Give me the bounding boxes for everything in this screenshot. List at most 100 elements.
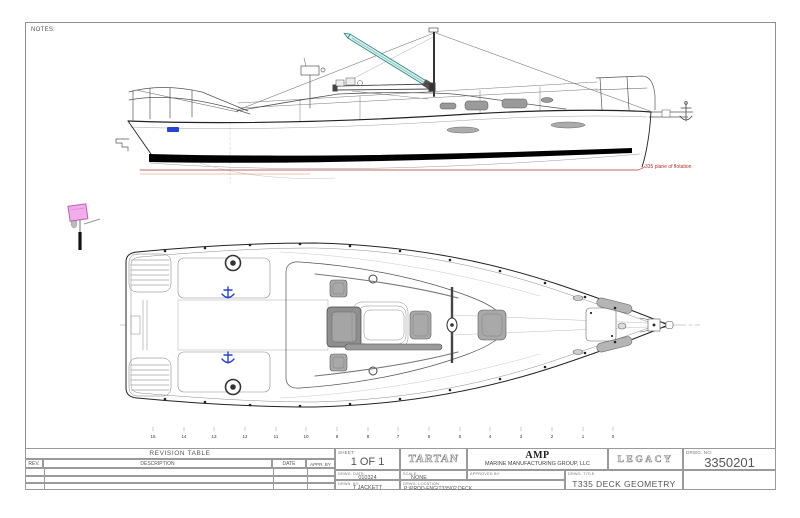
legacy-logo: LEGACY [617, 455, 674, 466]
cleat-symbol-blue [221, 286, 235, 299]
drwg-location-label: DRWG. LOCATION [403, 482, 439, 486]
scale-cell: SCALE: NONE [400, 470, 467, 481]
deck-hatches [329, 279, 507, 372]
cabin-trunk-outline [285, 261, 506, 389]
waterline-leader [637, 165, 646, 171]
windlass [617, 322, 627, 330]
flag-marker [67, 203, 101, 250]
anchor-sprit [648, 101, 694, 122]
cockpit [177, 251, 541, 399]
drwn-by-value: T JACKETT [352, 485, 383, 491]
boot-stripe [149, 148, 632, 163]
sheet-cell: SHEET: 1 OF 1 [335, 448, 400, 470]
station-label: 8 [367, 434, 370, 439]
description-header-label: DESCRIPTION [140, 461, 175, 467]
cabintop-handrails [314, 273, 459, 377]
station-label: 5 [459, 434, 462, 439]
station-label: 9 [336, 434, 339, 439]
drwg-no-value: 3350201 [704, 455, 755, 470]
revision-row-empty [25, 483, 335, 490]
bow-rail-pad [596, 297, 633, 314]
station-label: 2 [551, 434, 554, 439]
drwg-title-label: DRWG. TITLE: [568, 472, 596, 476]
stanchion-dots [163, 242, 617, 408]
bow-roller [665, 321, 674, 329]
cockpit-seat-port [177, 351, 271, 393]
tartan-logo: TARTAN [407, 453, 460, 466]
toe-rail-line [130, 247, 657, 403]
cabin-profile [236, 92, 567, 112]
anchor-locker-lid [585, 307, 617, 342]
bow-rail-pad [596, 336, 633, 353]
approved-by-cell: APPROVED BY: [467, 470, 565, 480]
backstay-line [237, 32, 435, 111]
scale-value: NONE [411, 475, 427, 481]
boom [332, 82, 436, 100]
revision-table-title-cell: REVISION TABLE [25, 448, 335, 459]
drwg-title-value: T335 DECK GEOMETRY [572, 479, 676, 489]
pink-flag [67, 203, 89, 222]
appr-header-label: APPR. BY [310, 462, 331, 467]
station-label: 12 [242, 434, 248, 439]
cockpit-arch [300, 57, 363, 109]
station-label: 13 [211, 434, 217, 439]
drwg-date-cell: DRWG. DATE: 010324 [335, 470, 400, 481]
bow-pulpit [595, 75, 656, 111]
hull-profile [115, 109, 652, 179]
transom-walkthrough [130, 299, 148, 351]
cleat-symbol-blue [221, 351, 235, 364]
cove-stripe-line [130, 115, 648, 129]
stern-rail [128, 87, 251, 121]
hull-brand-decal [167, 127, 179, 132]
companionway-inner [331, 311, 357, 343]
description-col-header: DESCRIPTION [43, 459, 272, 468]
tartan-logo-cell: TARTAN [400, 448, 467, 470]
empty-cell [683, 470, 776, 490]
foredeck-hardware [572, 295, 674, 355]
revision-row-empty [25, 468, 335, 476]
amp-logo: AMP [525, 450, 550, 461]
forestay-line [435, 32, 651, 112]
boom-vang-line [351, 90, 429, 100]
stem-line [641, 111, 652, 168]
station-label: 7 [397, 434, 400, 439]
anchor-icon [679, 101, 693, 122]
legacy-logo-cell: LEGACY [608, 448, 683, 470]
station-label: 3 [520, 434, 523, 439]
deck-outline [125, 242, 670, 408]
station-label: 14 [181, 434, 187, 439]
amp-cell: AMP MARINE MANUFACTURING GROUP, LLC [467, 448, 608, 470]
cabintop-winch [345, 77, 356, 86]
drwg-no-label: DRWG. NO: [686, 450, 713, 455]
rev-col-header: REV. [25, 459, 43, 468]
revision-table-title: REVISION TABLE [149, 450, 211, 457]
lower-lifeline [237, 88, 598, 109]
side-view [115, 27, 694, 184]
flag-pole-base [78, 232, 82, 250]
plan-view: 15 14 13 12 11 10 9 8 7 6 5 4 3 2 1 0 [119, 242, 701, 439]
station-numbers: 15 14 13 12 11 10 9 8 7 6 5 4 3 2 1 0 [150, 434, 614, 439]
cockpit-seat-stbd [177, 257, 271, 299]
station-label: 4 [489, 434, 492, 439]
drwg-title-cell: DRWG. TITLE: T335 DECK GEOMETRY [565, 470, 683, 490]
drwg-date-label: DRWG. DATE: [338, 472, 366, 476]
appr-col-header: APPR. BY [306, 459, 335, 468]
cabintop-winch [335, 79, 345, 87]
waterline-annotation: 335 plane of flotation [645, 164, 692, 170]
swim-steps-profile [115, 138, 130, 152]
transom-line [127, 120, 152, 155]
cabin-windows [439, 97, 554, 111]
rev-header-label: REV. [28, 461, 40, 467]
station-label: 1 [582, 434, 585, 439]
date-col-header: DATE [272, 459, 306, 468]
date-header-label: DATE [282, 461, 296, 467]
approved-by-label: APPROVED BY: [470, 472, 501, 476]
station-label: 0 [612, 434, 615, 439]
swim-steps-grid [128, 253, 172, 397]
station-label: 10 [303, 434, 309, 439]
drwg-location-value: P:\PROD-ENG\T335\02 DECK [404, 485, 473, 492]
drwg-date-value: 010324 [358, 475, 377, 481]
station-label: 15 [150, 434, 156, 439]
